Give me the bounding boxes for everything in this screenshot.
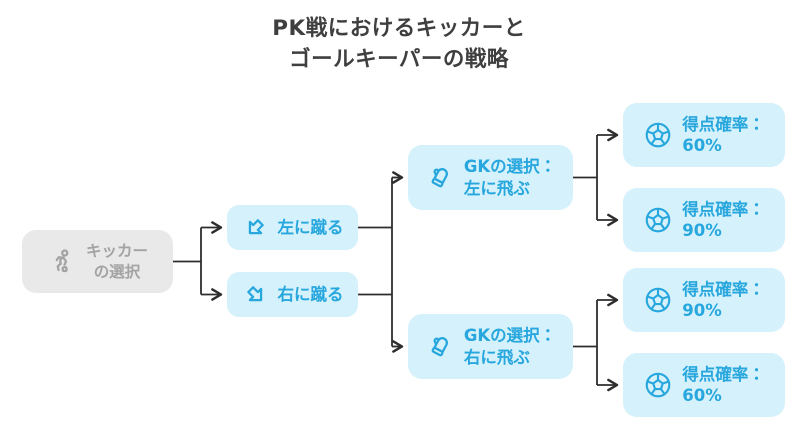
- outcome-3-label: 得点確率： 90%: [682, 279, 765, 322]
- soccer-ball-icon: [643, 205, 673, 235]
- outcome-2-probability: 90%: [682, 221, 722, 240]
- gk-left-label: GKの選択： 左に飛ぶ: [464, 156, 556, 199]
- gk-left-line1: GKの選択：: [463, 157, 557, 177]
- glove-icon: [425, 332, 455, 362]
- node-outcome-4: 得点確率： 60%: [623, 353, 785, 417]
- outcome-1-probability: 60%: [682, 136, 722, 155]
- gk-right-line2: 右に飛ぶ: [463, 347, 530, 367]
- title-line-2: ゴールキーパーの戦略: [289, 47, 509, 73]
- title-line-1: PK戦におけるキッカーと: [272, 16, 526, 41]
- outcome-4-label: 得点確率： 60%: [682, 364, 765, 407]
- arrow-down-right-icon: [242, 281, 269, 308]
- outcome-2-label: 得点確率： 90%: [682, 199, 765, 242]
- kick-left-label: 左に蹴る: [277, 217, 344, 237]
- node-outcome-2: 得点確率： 90%: [623, 188, 785, 252]
- node-kicker-choice: キッカー の選択: [22, 230, 173, 293]
- node-outcome-3: 得点確率： 90%: [623, 268, 785, 332]
- node-kick-left: 左に蹴る: [227, 205, 358, 250]
- outcome-4-probability: 60%: [682, 386, 722, 405]
- node-gk-choice-left: GKの選択： 左に飛ぶ: [408, 145, 573, 210]
- glove-icon: [425, 163, 455, 193]
- node-kick-right: 右に蹴る: [227, 272, 358, 317]
- arrow-down-left-icon: [242, 214, 269, 241]
- soccer-ball-icon: [643, 120, 673, 150]
- node-outcome-1: 得点確率： 60%: [623, 103, 785, 167]
- gk-left-line2: 左に飛ぶ: [463, 178, 530, 198]
- kicker-choice-label: キッカー の選択: [86, 241, 148, 281]
- kicker-label-line1: キッカー: [85, 242, 148, 261]
- diagram-title: PK戦におけるキッカーと ゴールキーパーの戦略: [0, 13, 798, 75]
- outcome-4-line1: 得点確率：: [682, 364, 765, 384]
- kicker-label-line2: の選択: [93, 262, 141, 281]
- kick-right-label: 右に蹴る: [277, 284, 344, 304]
- outcome-1-line1: 得点確率：: [682, 114, 765, 134]
- gk-right-label: GKの選択： 右に飛ぶ: [464, 325, 556, 368]
- node-gk-choice-right: GKの選択： 右に飛ぶ: [408, 314, 573, 379]
- gk-right-line1: GKの選択：: [463, 326, 557, 346]
- outcome-3-line1: 得点確率：: [682, 279, 765, 299]
- soccer-ball-icon: [643, 285, 673, 315]
- outcome-2-line1: 得点確率：: [682, 199, 765, 219]
- soccer-ball-icon: [643, 370, 673, 400]
- outcome-3-probability: 90%: [682, 301, 722, 320]
- kicking-person-icon: [47, 247, 77, 277]
- outcome-1-label: 得点確率： 60%: [682, 114, 765, 157]
